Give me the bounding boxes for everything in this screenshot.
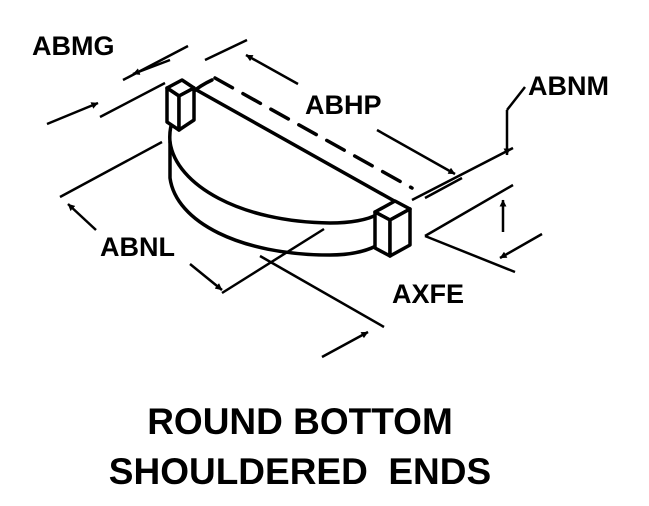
right-shoulder-block xyxy=(373,199,412,258)
abhp-arrow-lower xyxy=(376,128,456,176)
abhp-extension-line-right xyxy=(424,176,463,200)
height-extension-line-bottom xyxy=(424,183,514,238)
abnl-arrow-lower xyxy=(189,263,223,291)
label-abnl: ABNL xyxy=(100,232,175,262)
top-face-front-edge xyxy=(191,86,407,209)
caption-line-1: ROUND BOTTOM xyxy=(147,401,453,442)
label-axfe: AXFE xyxy=(392,279,464,309)
height-extension-line-top xyxy=(411,146,514,202)
abnl-extension-line-2 xyxy=(221,227,325,295)
label-abmg: ABMG xyxy=(32,31,115,61)
label-abhp: ABHP xyxy=(305,90,382,120)
abnl-secondary-extension xyxy=(259,254,385,329)
abhp-extension-line-left xyxy=(204,38,248,62)
dimension-abmg xyxy=(46,44,189,126)
axfe-leader-lower xyxy=(499,232,543,260)
left-shoulder-block xyxy=(165,78,196,132)
abmg-arrow-lower xyxy=(46,101,99,126)
round-bottom-lower-arc xyxy=(168,140,378,257)
caption-line-2: SHOULDERED ENDS xyxy=(109,451,491,492)
axfe-leader-line xyxy=(424,234,516,274)
abmg-extension-line-1 xyxy=(122,44,189,82)
dimension-abhp xyxy=(204,38,463,200)
dimension-abnm-axfe xyxy=(411,86,543,274)
abmg-arrow-upper xyxy=(132,58,171,76)
abnl-extension-line-1 xyxy=(59,140,163,199)
dimension-abnl xyxy=(59,140,385,359)
abnm-leader-slant xyxy=(506,86,526,111)
label-abnm: ABNM xyxy=(528,71,609,101)
top-face-hidden-edge xyxy=(213,76,414,190)
abnl-secondary-arrow xyxy=(321,330,369,359)
abmg-extension-line-2 xyxy=(99,81,166,119)
abnl-arrow-upper xyxy=(67,203,97,231)
abhp-arrow-upper xyxy=(245,53,299,86)
